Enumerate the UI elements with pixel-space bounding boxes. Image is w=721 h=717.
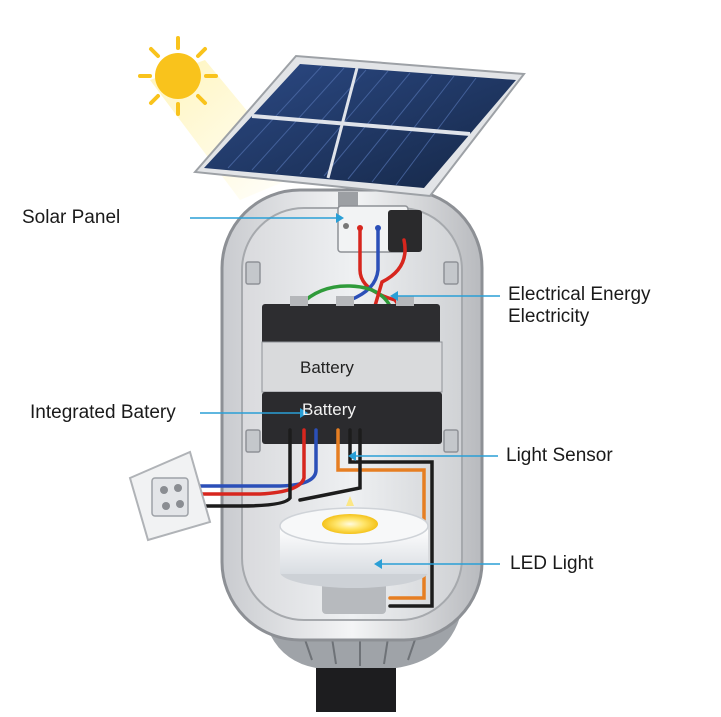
callout-electrical-energy: Electrical Energy Electricity: [508, 284, 651, 327]
solar-panel-icon: [192, 54, 526, 198]
callout-integrated-battery: Integrated Batery: [30, 402, 176, 423]
battery-icon: [261, 296, 443, 444]
callout-light-sensor: Light Sensor: [506, 445, 613, 466]
battery-label-lower: Battery: [302, 400, 356, 419]
callout-led-light: LED Light: [510, 553, 594, 574]
leader-lines: [190, 217, 500, 565]
battery-label-upper: Battery: [300, 358, 354, 377]
callout-solar-panel: Solar Panel: [22, 207, 121, 228]
sun-icon: [138, 36, 218, 116]
wall-terminal-icon: [128, 450, 212, 542]
controller-module: [388, 210, 422, 252]
